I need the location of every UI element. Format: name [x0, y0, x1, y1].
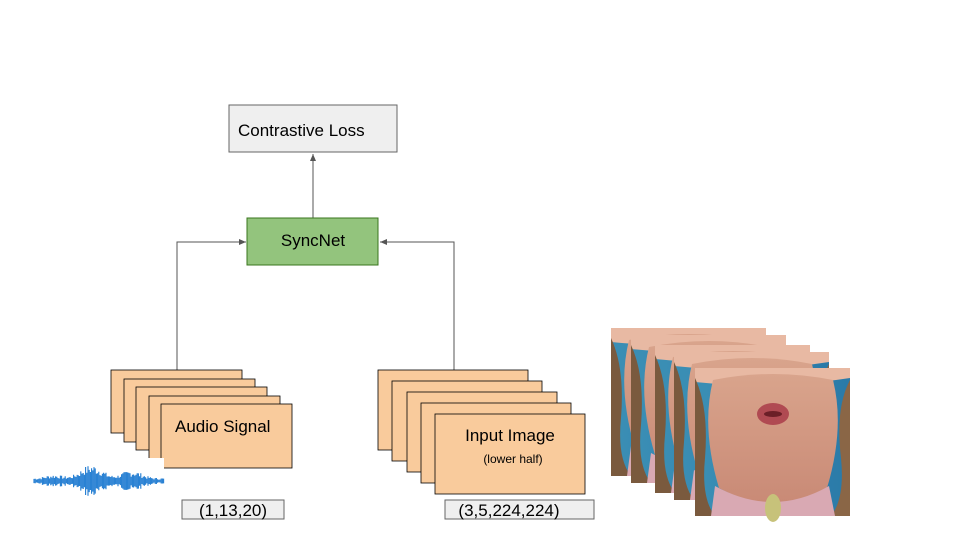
audio-signal-stack: Audio Signal	[110, 369, 293, 469]
contrastive-loss-box	[228, 104, 398, 153]
video-frame-stack	[611, 328, 850, 522]
audio-stack-layer-5	[160, 403, 293, 469]
syncnet-node: SyncNet	[246, 217, 379, 266]
audio-shape-tag: (1,13,20)	[181, 499, 285, 520]
audio-shape-label: (1,13,20)	[199, 501, 267, 520]
audio-waveform-icon	[33, 458, 165, 502]
image-shape-label: (3,5,224,224)	[458, 501, 559, 520]
arrow-image-to-syncnet	[380, 239, 455, 370]
syncnet-box	[246, 217, 379, 266]
audio-signal-label: Audio Signal	[175, 417, 270, 436]
connectors	[176, 154, 455, 370]
contrastive-loss-label: Contrastive Loss	[238, 121, 365, 140]
input-image-label: Input Image	[465, 426, 555, 445]
arrow-audio-to-syncnet	[176, 239, 246, 370]
image-stack-layer-5	[434, 413, 586, 495]
input-image-sublabel: (lower half)	[483, 452, 542, 466]
video-frame-5	[695, 368, 850, 522]
contrastive-loss-node: Contrastive Loss	[228, 104, 398, 153]
input-image-stack: Input Image (lower half)	[377, 369, 586, 495]
syncnet-label: SyncNet	[281, 231, 346, 250]
image-shape-tag: (3,5,224,224)	[444, 499, 595, 520]
